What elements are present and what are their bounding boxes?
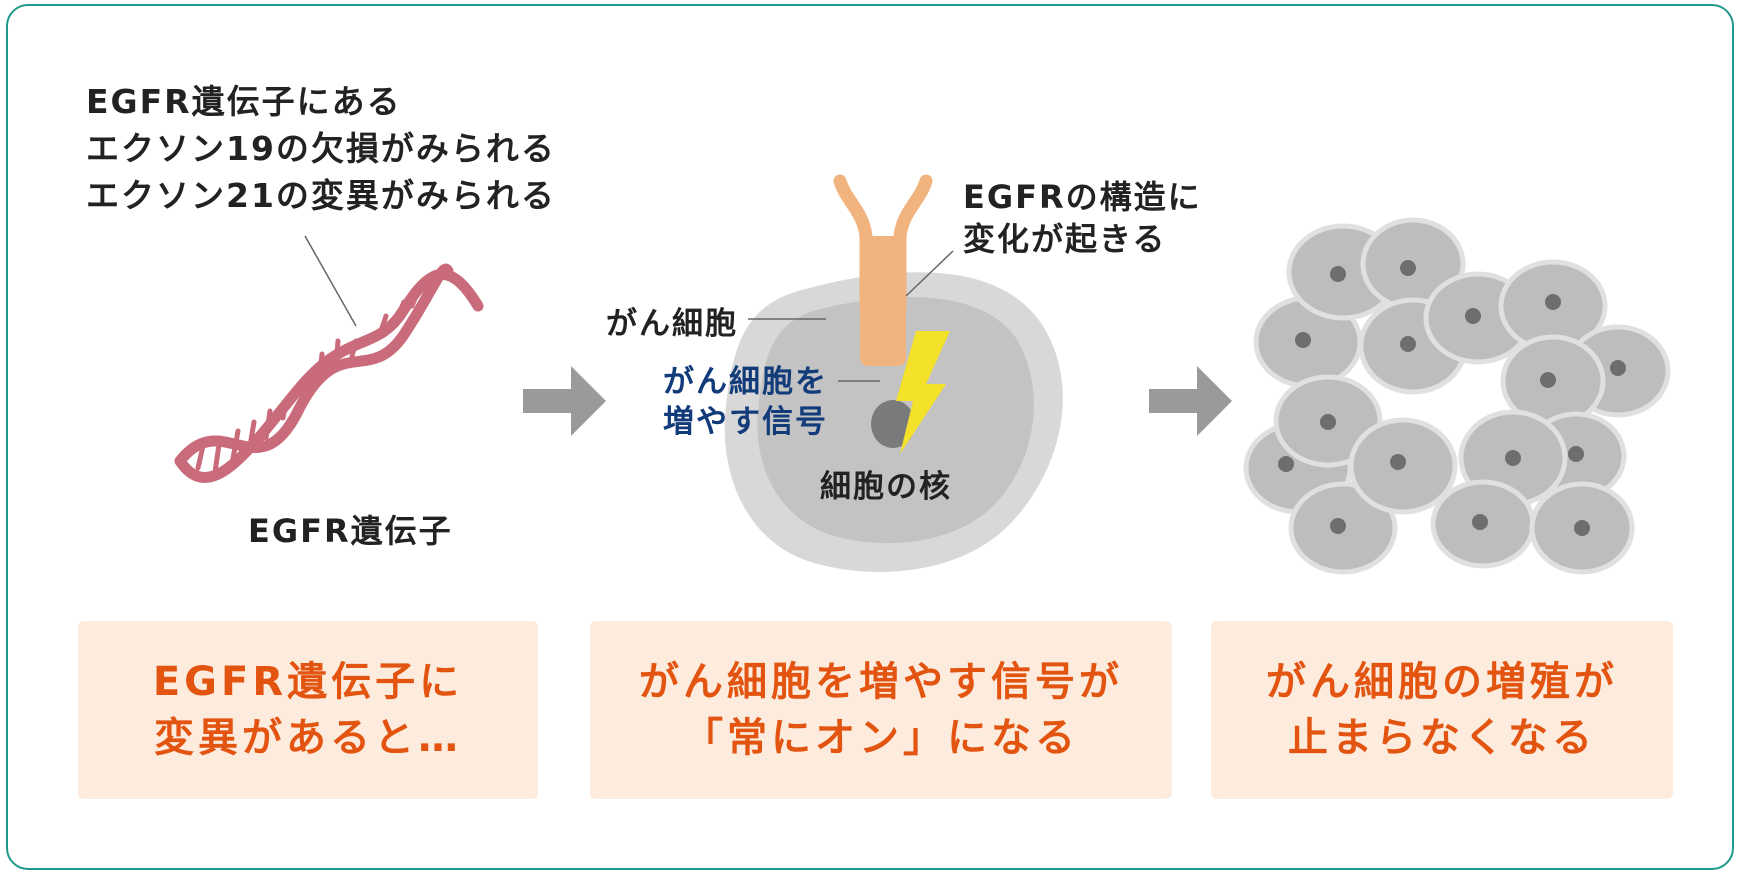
receptor-note: EGFRの構造に 変化が起きる — [963, 176, 1202, 260]
summary-line: がん細胞を増やす信号が — [639, 659, 1123, 705]
arrow-right-icon — [1149, 366, 1232, 436]
summary-line: がん細胞の増殖が — [1266, 659, 1618, 705]
mutation-note-line: EGFR遺伝子にある — [86, 82, 402, 121]
signal-label-line: 増やす信号 — [663, 404, 828, 440]
diagram-frame: EGFR遺伝子にある エクソン19の欠損がみられる エクソン21の変異がみられる — [6, 4, 1734, 870]
arrow-right-icon — [523, 366, 606, 436]
mutation-note: EGFR遺伝子にある エクソン19の欠損がみられる エクソン21の変異がみられる — [86, 78, 556, 219]
cell-cluster-icon — [1243, 217, 1671, 575]
nucleus-icon — [871, 400, 915, 448]
summary-line: 止まらなくなる — [1288, 715, 1596, 761]
summary-line: EGFR遺伝子に — [152, 659, 464, 705]
mutation-note-line: エクソン19の欠損がみられる — [86, 129, 556, 168]
signal-label: がん細胞を 増やす信号 — [663, 362, 828, 442]
cancer-cell-label: がん細胞 — [606, 306, 738, 342]
mutation-pointer-line — [304, 235, 357, 327]
receptor-note-line: 変化が起きる — [963, 220, 1167, 258]
summary-box-1: EGFR遺伝子に 変異があると… — [78, 621, 538, 799]
receptor-note-line: EGFRの構造に — [963, 178, 1202, 216]
mutation-note-line: エクソン21の変異がみられる — [86, 176, 556, 215]
cell-icon — [1273, 374, 1383, 468]
summary-line: 「常にオン」になる — [683, 715, 1079, 761]
illustration-layer — [174, 174, 1671, 575]
summary-line: 変異があると… — [154, 715, 462, 761]
lightning-icon — [896, 331, 950, 454]
egfr-receptor-icon — [833, 174, 933, 366]
cell-icon — [1288, 481, 1398, 575]
receptor-pointer-line — [905, 250, 954, 297]
nucleus-label: 細胞の核 — [820, 469, 952, 505]
cell-icon — [1529, 481, 1635, 575]
cell-icon — [1348, 417, 1458, 515]
cancer-cell-icon — [724, 272, 1063, 572]
dna-helix-icon — [174, 263, 484, 483]
signal-label-line: がん細胞を — [663, 364, 828, 400]
cell-icon — [1430, 479, 1536, 569]
summary-box-2: がん細胞を増やす信号が 「常にオン」になる — [590, 621, 1172, 799]
dna-label: EGFR遺伝子 — [248, 512, 453, 550]
summary-box-3: がん細胞の増殖が 止まらなくなる — [1211, 621, 1673, 799]
cell-icon — [1500, 334, 1606, 428]
